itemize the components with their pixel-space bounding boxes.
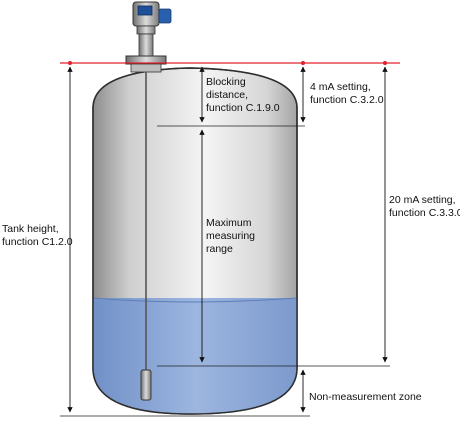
blocking-line-3: function C.1.9.0 [206, 102, 280, 114]
four-ma-line-1: 4 mA setting, [310, 81, 371, 93]
tank-height-label: Tank height, function C1.2.0 [2, 223, 73, 248]
reference-point-right [383, 61, 387, 65]
tank-height-line-2: function C1.2.0 [2, 236, 73, 248]
blocking-line-2: distance, [206, 89, 248, 101]
liquid-fill [93, 298, 297, 414]
blocking-line-1: Blocking [206, 76, 246, 88]
probe-weight [140, 369, 152, 401]
reference-point-left [68, 61, 72, 65]
four-ma-line-2: function C.3.2.0 [310, 94, 384, 106]
nozzle [130, 63, 162, 73]
non-measurement-label: Non-measurement zone [309, 391, 422, 403]
twenty-ma-line-1: 20 mA setting, [389, 194, 456, 206]
max-range-line-1: Maximum [206, 217, 252, 229]
four-ma-label: 4 mA setting, function C.3.2.0 [310, 81, 384, 106]
liquid-surface [93, 297, 297, 303]
transmitter-display [137, 5, 153, 16]
reference-point-middle [301, 61, 305, 65]
twenty-ma-label: 20 mA setting, function C.3.3.0 [389, 194, 460, 219]
tank-height-line-1: Tank height, [2, 223, 59, 235]
twenty-ma-line-2: function C.3.3.0 [389, 207, 460, 219]
transmitter-cover [158, 8, 172, 24]
max-range-label: Maximum measuring range [206, 217, 258, 255]
blocking-distance-label: Blocking distance, function C.1.9.0 [206, 76, 280, 114]
max-range-line-3: range [206, 243, 233, 255]
level-transmitter [125, 1, 172, 401]
tank [92, 67, 298, 415]
transmitter-stem [138, 33, 154, 57]
transmitter-neck [136, 25, 156, 35]
max-range-line-2: measuring [206, 230, 255, 242]
